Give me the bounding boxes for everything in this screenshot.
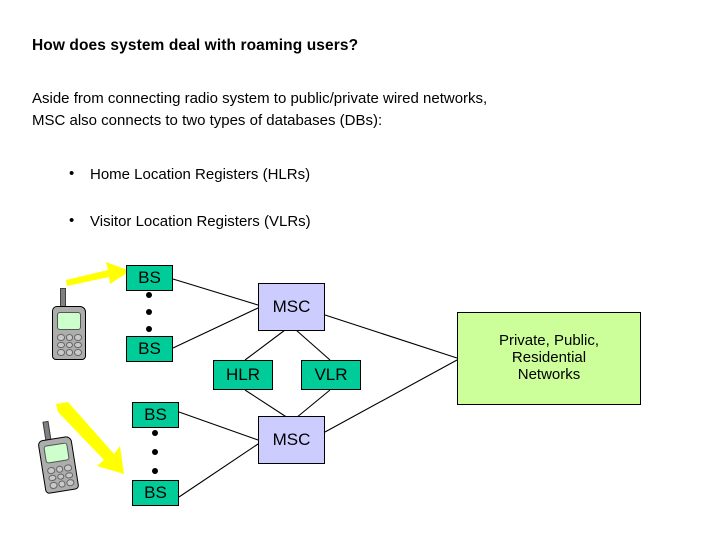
yellow-arrow-right-icon [66, 262, 130, 286]
phone-keypad [57, 334, 82, 356]
vertical-ellipsis-icon [150, 430, 160, 474]
node-bs-1[interactable]: BS [126, 265, 173, 291]
edge-msc-top-hlr [244, 329, 286, 361]
list-item-vlr: Visitor Location Registers (VLRs) [66, 212, 666, 231]
edge-hlr-msc-bottom [244, 389, 289, 419]
body-paragraph: Aside from connecting radio system to pu… [32, 88, 710, 132]
phone-screen [43, 442, 70, 464]
node-msc-bottom[interactable]: MSC [258, 416, 325, 464]
node-networks[interactable]: Private, Public, Residential Networks [457, 312, 641, 405]
phone-screen [57, 312, 81, 330]
edge-vlr-msc-bottom [295, 389, 331, 419]
edge-bs2-msc-top [172, 307, 259, 349]
node-msc-top[interactable]: MSC [258, 283, 325, 331]
vertical-ellipsis-icon [144, 292, 154, 332]
networks-line-1: Private, Public, [498, 332, 600, 350]
edge-bs1-msc-top [172, 278, 259, 306]
body-line-1: Aside from connecting radio system to pu… [32, 90, 488, 107]
edge-msc-top-vlr [295, 329, 331, 361]
edge-msc-bottom-networks [324, 359, 458, 433]
bullet-list: Home Location Registers (HLRs) Visitor L… [66, 165, 666, 260]
edge-bs4-msc-bottom [178, 443, 259, 498]
list-item-hlr: Home Location Registers (HLRs) [66, 165, 666, 184]
node-vlr[interactable]: VLR [301, 360, 361, 390]
page-title: How does system deal with roaming users? [32, 37, 359, 54]
yellow-arrow-down-right-icon [56, 402, 124, 474]
node-hlr[interactable]: HLR [213, 360, 273, 390]
node-bs-2[interactable]: BS [126, 336, 173, 362]
body-line-2: MSC also connects to two types of databa… [32, 111, 383, 129]
phone-body [52, 306, 86, 360]
phone-keypad [46, 463, 75, 490]
edge-bs3-msc-bottom [178, 411, 259, 441]
networks-line-2: Residential [511, 349, 587, 367]
mobile-phone-icon [52, 288, 86, 360]
networks-line-3: Networks [517, 365, 581, 383]
node-bs-3[interactable]: BS [132, 402, 179, 428]
edge-msc-top-networks [324, 314, 458, 359]
node-bs-4[interactable]: BS [132, 480, 179, 506]
